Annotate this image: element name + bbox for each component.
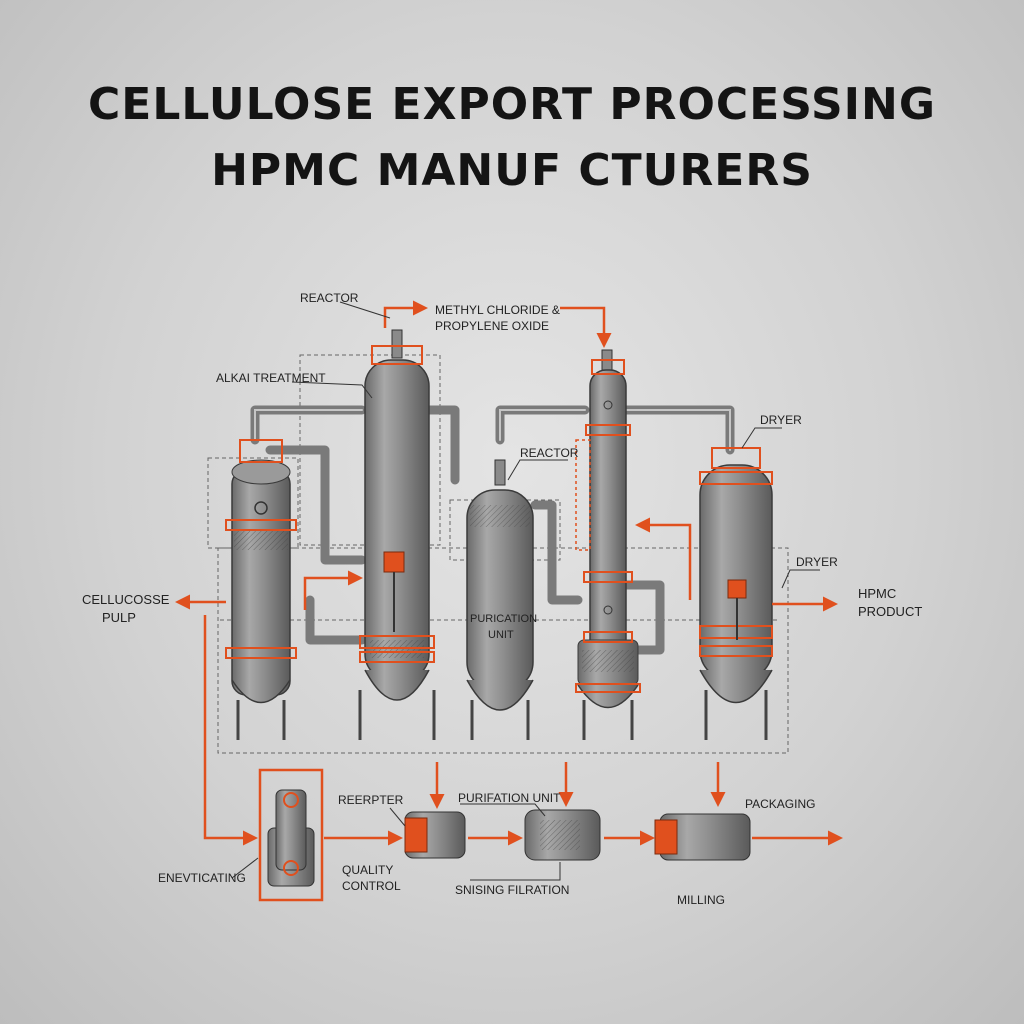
label-reactor-mid: REACTOR — [520, 446, 579, 460]
label-product-line2: PRODUCT — [858, 604, 922, 619]
label-filtration: SNISING FILRATION — [455, 883, 569, 897]
label-dryer-mid: DRYER — [796, 555, 838, 569]
label-dryer-top: DRYER — [760, 413, 802, 427]
title-line-2: HPMC MANUF CTURERS — [211, 145, 813, 196]
label-purification-line1: PURICATION — [470, 613, 537, 625]
label-alkali-treatment: ALKAI TREATMENT — [216, 371, 326, 385]
label-pulp-line1: CELLUCOSSE — [82, 592, 170, 607]
labels: REACTOR METHYL CHLORIDE & PROPYLENE OXID… — [82, 291, 922, 907]
label-packaging: PACKAGING — [745, 797, 815, 811]
label-purification-line2: UNIT — [488, 629, 514, 641]
label-quality-line2: CONTROL — [342, 879, 401, 893]
reactor-column — [575, 349, 641, 740]
label-pulp-line2: PULP — [102, 610, 136, 625]
label-milling: MILLING — [677, 893, 725, 907]
label-product-line1: HPMC — [858, 586, 896, 601]
dryer-vessel — [699, 447, 773, 740]
label-neutralizing: ENEVTICATING — [158, 871, 246, 885]
main-reactor — [358, 329, 436, 740]
label-reactor-top: REACTOR — [300, 291, 359, 305]
leader-lines — [231, 301, 820, 881]
purification-unit — [466, 459, 534, 740]
alkali-column — [225, 439, 297, 740]
title-line-1: CELLULOSE EXPORT PROCESSING — [88, 79, 936, 130]
page-title: CELLULOSE EXPORT PROCESSING HPMC MANUF C… — [0, 72, 1024, 204]
flow-arrows — [175, 300, 843, 846]
label-quality-line1: QUALITY — [342, 863, 393, 877]
label-reagent-line1: METHYL CHLORIDE & — [435, 303, 560, 317]
label-purification-unit-bottom: PURIFATION UNIT — [458, 791, 561, 805]
bottom-equipment — [258, 768, 751, 902]
label-reagent-line2: PROPYLENE OXIDE — [435, 319, 549, 333]
label-reactor-bottom: REERPTER — [338, 793, 404, 807]
